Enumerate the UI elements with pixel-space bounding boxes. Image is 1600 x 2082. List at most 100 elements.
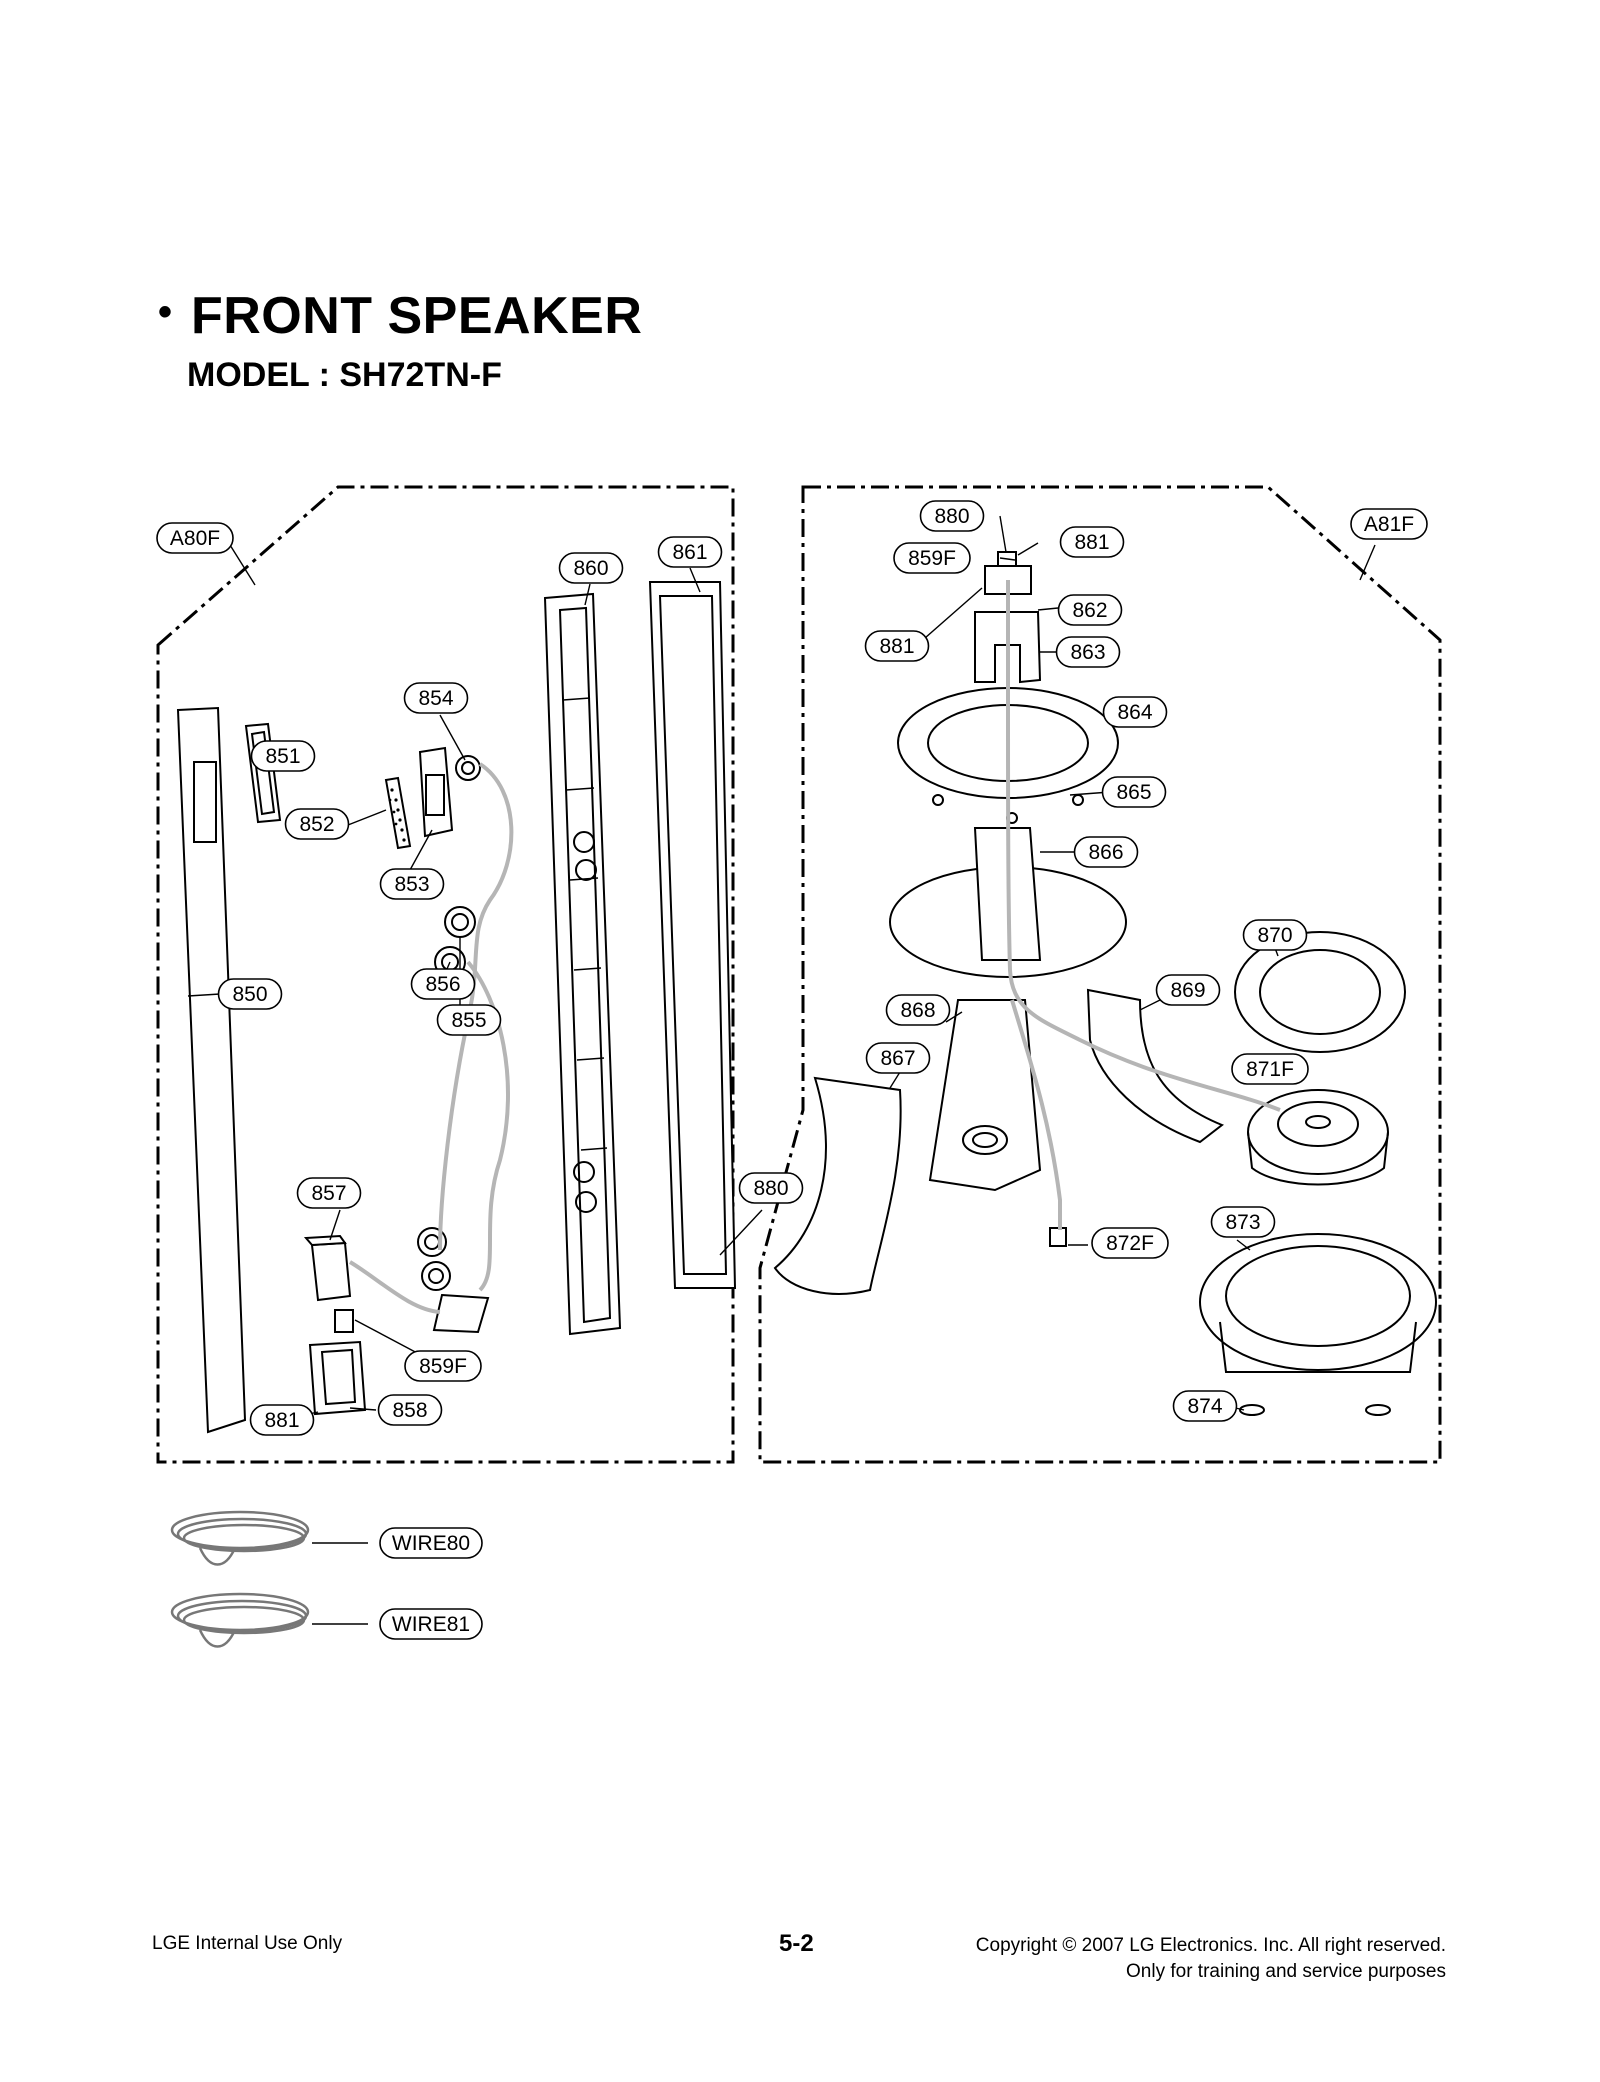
callout-bubble (296, 1177, 362, 1209)
callout-bubble (864, 630, 930, 662)
callout-text: A81F (1364, 513, 1414, 536)
callout-bubble (657, 536, 723, 568)
callout-bubble (1210, 1206, 1276, 1238)
callout-text: 865 (1116, 781, 1151, 804)
part-872F-terminal (1049, 1227, 1067, 1247)
callout-bubble (919, 500, 985, 532)
left-wire-harness (348, 762, 514, 1314)
part-851-badge (244, 722, 282, 824)
callout-right-13: 871F (1231, 1053, 1309, 1085)
callout-left-3: 853 (379, 868, 445, 900)
callout-bubble (865, 1042, 931, 1074)
callout-right-17: 874 (1172, 1390, 1238, 1422)
callout-text: 880 (753, 1177, 788, 1200)
callout-bubble (436, 1004, 502, 1036)
callout-bubble (217, 978, 283, 1010)
callout-text: 861 (672, 541, 707, 564)
part-850-front-cover (176, 706, 247, 1434)
left-frame (156, 485, 735, 1464)
left-parts-drawing (176, 581, 737, 1434)
callout-text: 881 (1074, 531, 1109, 554)
callout-right-2: 881 (1059, 526, 1125, 558)
callout-text: 880 (934, 505, 969, 528)
callout-left-8: 858 (377, 1394, 443, 1426)
callout-assembly-left: A80F (156, 522, 234, 554)
callout-text: 867 (880, 1047, 915, 1070)
callout-text: A80F (170, 527, 220, 550)
title-bullet: • (158, 290, 173, 334)
callout-right-11: 868 (885, 994, 951, 1026)
callout-right-9: 870 (1242, 919, 1308, 951)
callout-text: 872F (1106, 1232, 1154, 1255)
callout-right-12: 867 (865, 1042, 931, 1074)
callout-bubble (250, 740, 316, 772)
callout-left-5: 855 (436, 1004, 502, 1036)
footer-copyright: Copyright © 2007 LG Electronics. Inc. Al… (976, 1933, 1446, 1985)
part-868-horn (928, 999, 1042, 1192)
callout-bubble (403, 682, 469, 714)
callout-left-0: 850 (217, 978, 283, 1010)
callout-right-5: 863 (1055, 636, 1121, 668)
callout-text: 881 (264, 1409, 299, 1432)
callout-text: 858 (392, 1399, 427, 1422)
callout-bubble (738, 1172, 804, 1204)
part-869-duct (1086, 988, 1224, 1144)
callout-text: 856 (425, 973, 460, 996)
callout-bubble (1102, 696, 1168, 728)
callout-text: 860 (573, 557, 608, 580)
callout-left-10: 860 (558, 552, 624, 584)
leader-lines (187, 515, 1376, 1421)
callout-text: 850 (232, 983, 267, 1006)
callout-right-3: 862 (1057, 594, 1123, 626)
callout-right-15: 873 (1210, 1206, 1276, 1238)
callout-text: 869 (1170, 979, 1205, 1002)
callout-wire-0: WIRE80 (379, 1527, 483, 1559)
part-852-grille (384, 776, 412, 850)
callout-text: 857 (311, 1182, 346, 1205)
callout-text: 874 (1187, 1395, 1222, 1418)
callout-right-4: 881 (864, 630, 930, 662)
callout-wire-1: WIRE81 (379, 1608, 483, 1640)
callout-bubble (1059, 526, 1125, 558)
callout-left-1: 851 (250, 740, 316, 772)
callout-text: 862 (1072, 599, 1107, 622)
part-850-window (193, 761, 217, 843)
callout-bubble (1231, 1053, 1309, 1085)
callout-text: 864 (1117, 701, 1152, 724)
callout-bubble (1055, 636, 1121, 668)
callout-bubble (1091, 1227, 1169, 1259)
callout-left-6: 856 (410, 968, 476, 1000)
part-861-back-panel (648, 581, 737, 1289)
page-number: 5-2 (779, 1930, 814, 1957)
callout-bubble (1155, 974, 1221, 1006)
model-label: MODEL : SH72TN-F (187, 356, 502, 394)
callout-bubble (1242, 919, 1308, 951)
copyright-line: Copyright © 2007 LG Electronics. Inc. Al… (975, 1935, 1446, 1956)
callout-text: 881 (879, 635, 914, 658)
wire80-coil (170, 1510, 368, 1566)
part-857-terminal-box (303, 1234, 352, 1302)
part-873-base (1199, 1233, 1437, 1373)
callout-text: 870 (1257, 924, 1292, 947)
part-870-frame (1234, 931, 1406, 1053)
right-frame (758, 485, 1442, 1464)
training-notice-line: Only for training and service purposes (1126, 1961, 1446, 1982)
callout-bubble (404, 1350, 482, 1382)
part-woofer-lower (417, 1227, 451, 1291)
callout-left-4: 854 (403, 682, 469, 714)
part-856-woofer-top (444, 906, 476, 938)
callout-bubble (1101, 776, 1167, 808)
callout-text: WIRE80 (392, 1532, 470, 1555)
callout-assembly-right: A81F (1350, 508, 1428, 540)
callout-bubble (1350, 508, 1428, 540)
callout-left-9: 859F (404, 1350, 482, 1382)
callout-text: 855 (451, 1009, 486, 1032)
callout-bubble (249, 1404, 315, 1436)
callout-text: 854 (418, 687, 453, 710)
callout-text: 866 (1088, 841, 1123, 864)
callout-text: 859F (419, 1355, 467, 1378)
callout-right-10: 869 (1155, 974, 1221, 1006)
callout-right-1: 859F (893, 542, 971, 574)
callout-text: 851 (265, 745, 300, 768)
